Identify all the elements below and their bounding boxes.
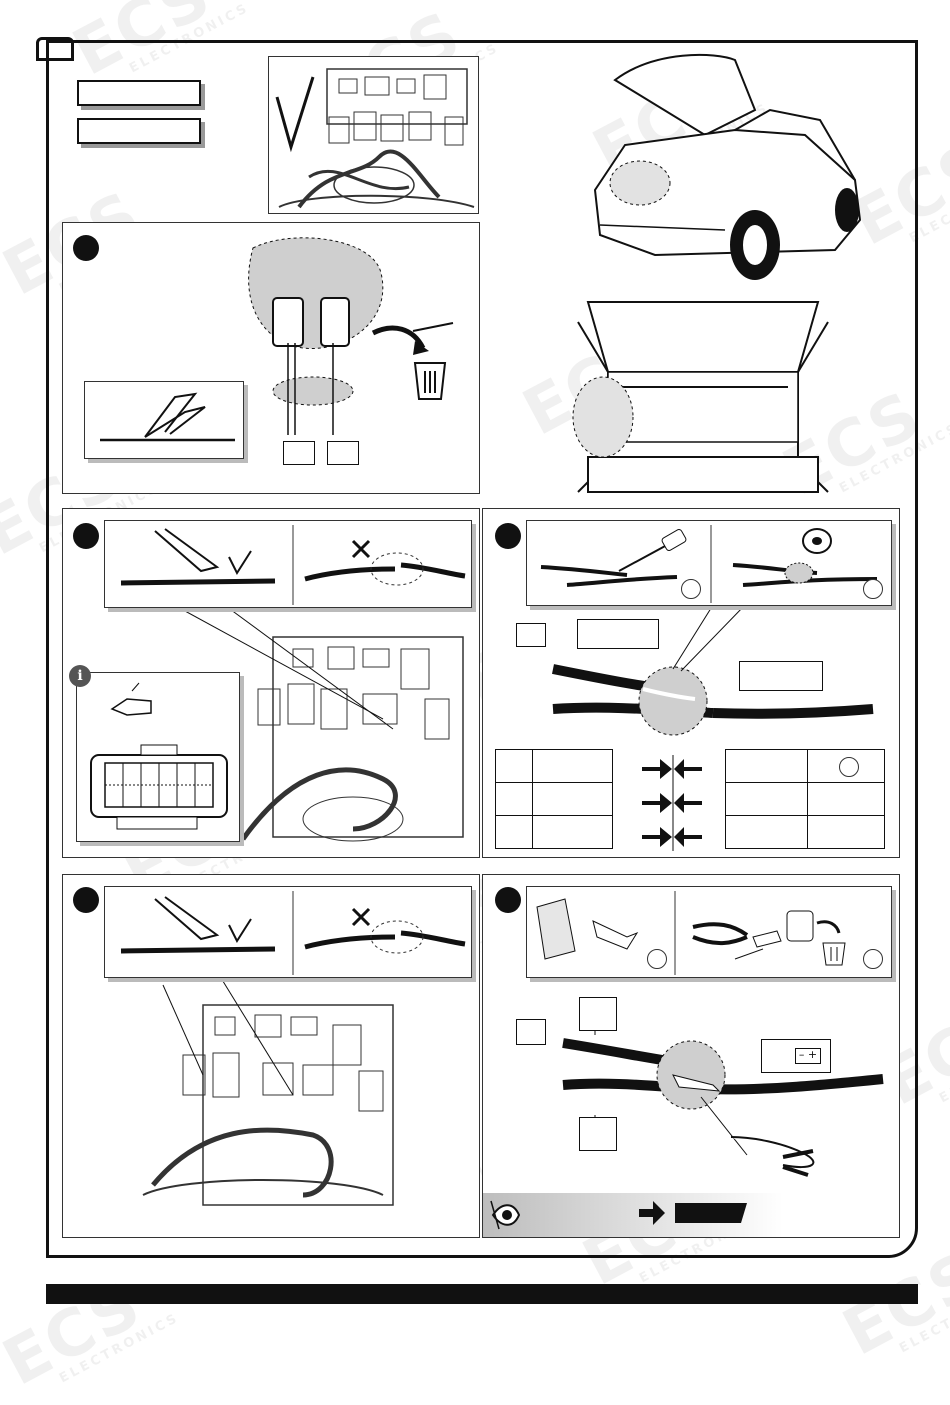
car-rear-open-hatch: [593, 53, 862, 280]
wire-label-box-2: [327, 441, 359, 465]
fusebox-photo-top: [268, 56, 479, 214]
crimp-connector-drawing: [562, 1015, 884, 1177]
wire-label-box-top: [579, 997, 617, 1031]
cutter-inset: [84, 381, 244, 459]
reference-circle: [839, 757, 859, 777]
label-box-2: [77, 118, 201, 144]
crimp-compare-inset-2: [104, 886, 472, 978]
reference-circle: [647, 949, 667, 969]
footer-bar: [46, 1284, 918, 1304]
connector-pinout-drawing: [90, 682, 228, 830]
check-mark-icon: [228, 918, 252, 944]
wire-color-table-right: [725, 749, 885, 849]
step-1-marker: [73, 235, 99, 261]
battery-label-box: – +: [761, 1039, 831, 1073]
reference-circle: [863, 579, 883, 599]
crimp-compare-inset: [104, 520, 472, 608]
arrow-left-icon: [674, 793, 702, 813]
wire-color-table-left: [495, 749, 613, 849]
step-3-marker: [495, 523, 521, 549]
page-frame: [46, 40, 918, 1258]
connector-parts-inset: [526, 886, 892, 978]
info-connector-inset: i: [69, 665, 240, 842]
step-5-marker: [495, 887, 521, 913]
step-4-marker: [73, 887, 99, 913]
wire-label-callout-right: [739, 661, 823, 691]
arrow-pair-icon: [642, 759, 702, 779]
step-1-panel: [62, 222, 480, 494]
inspection-row: [490, 1200, 747, 1230]
check-mark-icon: [275, 76, 315, 153]
fusebox-wiring-drawing: [162, 598, 464, 842]
wire-label-box-bottom: [579, 1117, 617, 1151]
wire-label-callout-left: [577, 619, 659, 649]
battery-icon: – +: [795, 1048, 821, 1064]
car-trunk-view: [572, 301, 829, 493]
arrow-right-icon: [642, 827, 672, 847]
wire-label-box-b: [516, 1019, 546, 1045]
reference-circle: [863, 949, 883, 969]
wire-label-box-a: [516, 623, 546, 647]
cross-icon: [351, 907, 371, 927]
label-box-1: [77, 80, 201, 106]
arrow-right-icon: [642, 793, 672, 813]
wire-label-box-1: [283, 441, 315, 465]
splice-tools-inset: [526, 520, 892, 606]
check-mark-icon: [228, 550, 252, 576]
step-2-marker: [73, 523, 99, 549]
fusebox-wiring-drawing-2: [142, 964, 394, 1206]
crimp-compare-drawing: [120, 525, 466, 605]
connector-parts-drawing: [536, 891, 846, 975]
connector-removal-drawing: [248, 237, 454, 435]
fusebox-drawing: [275, 68, 475, 209]
join-arrows: [642, 755, 702, 851]
crimp-compare-drawing-2: [120, 891, 466, 975]
arrow-right-icon: [639, 1201, 665, 1225]
result-indicator: [675, 1203, 747, 1223]
info-icon: i: [69, 665, 91, 687]
reference-circle: [681, 579, 701, 599]
arrow-left-icon: [674, 827, 702, 847]
wire-splice-drawing: [552, 604, 874, 736]
wire-cutter-drawing: [100, 392, 235, 442]
eye-icon: [490, 1200, 521, 1230]
cross-icon: [351, 539, 371, 559]
splice-tools-drawing: [540, 525, 878, 603]
